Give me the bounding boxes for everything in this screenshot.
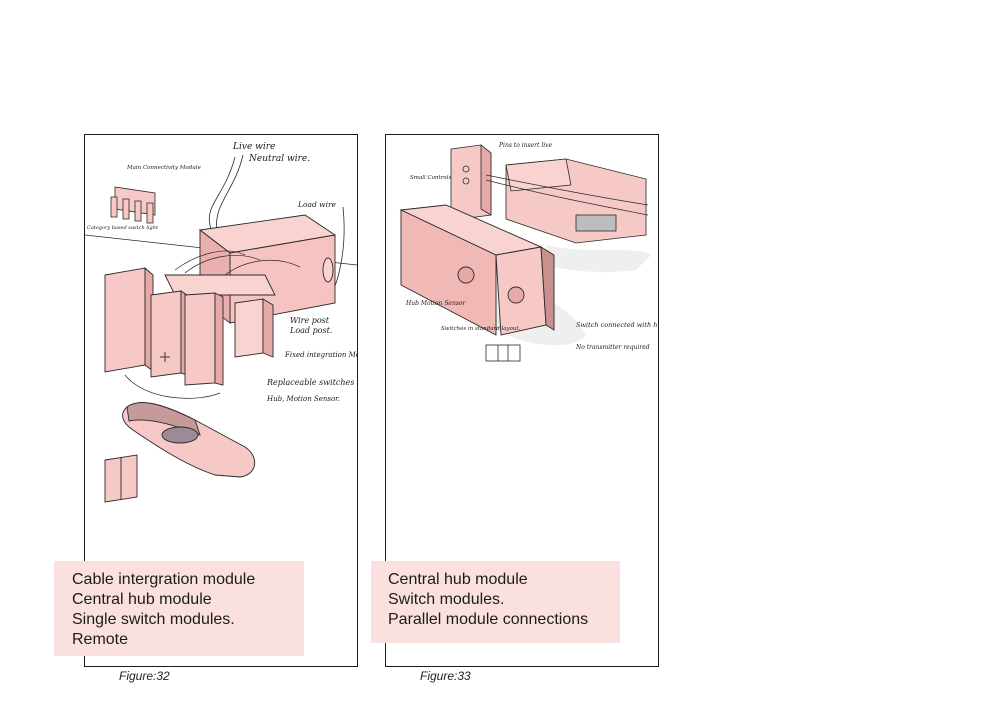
figure-32-caption: Cable intergration module Central hub mo… <box>54 561 304 656</box>
annotation-fixed-integration: Fixed integration Module. <box>284 351 357 359</box>
annotation-hub-motion: Hub, Motion Sensor. <box>266 395 340 403</box>
annotation-pins-insert: Pins to insert live <box>498 142 553 149</box>
caption-line: Central hub module <box>388 571 528 588</box>
annotation-live-wire: Live wire <box>232 142 275 152</box>
figure-33-caption: Central hub module Switch modules. Paral… <box>371 561 620 643</box>
annotation-switch-connected: Switch connected with hub. <box>576 321 658 329</box>
caption-line: Central hub module <box>72 591 212 608</box>
figure-32-label: Figure:32 <box>119 669 170 683</box>
figure-33-label: Figure:33 <box>420 669 471 683</box>
annotation-hub-motion-33: Hub Motion Sensor <box>405 300 467 307</box>
caption-line: Switch modules. <box>388 591 505 608</box>
annotation-neutral-wire: Neutral wire. <box>248 154 310 164</box>
caption-line: Remote <box>72 631 129 648</box>
annotation-switch-layout: Switches in standard layout. <box>441 326 521 332</box>
figure-33-sketch: Pins to insert live Small Controls Hub M… <box>399 142 658 362</box>
annotation-load-post: Load post. <box>289 326 332 335</box>
caption-line: Single switch modules. <box>72 611 235 628</box>
annotation-transmitter: No transmitter required <box>575 344 650 351</box>
caption-line: Parallel module connections <box>388 611 589 628</box>
figure-32-sketch: Live wire Neutral wire. Main Connectivit… <box>85 142 357 503</box>
annotation-replaceable-switches: Replaceable switches <box>266 378 354 387</box>
caption-line: Cable intergration module <box>72 571 256 588</box>
annotation-category-switch: Category based switch light <box>87 225 159 231</box>
annotation-main-connectivity: Main Connectivity Module <box>126 165 202 171</box>
annotation-small-controls: Small Controls <box>410 175 452 181</box>
annotation-wire-post: Wire post <box>290 316 330 325</box>
annotation-load-wire: Load wire <box>297 200 337 209</box>
